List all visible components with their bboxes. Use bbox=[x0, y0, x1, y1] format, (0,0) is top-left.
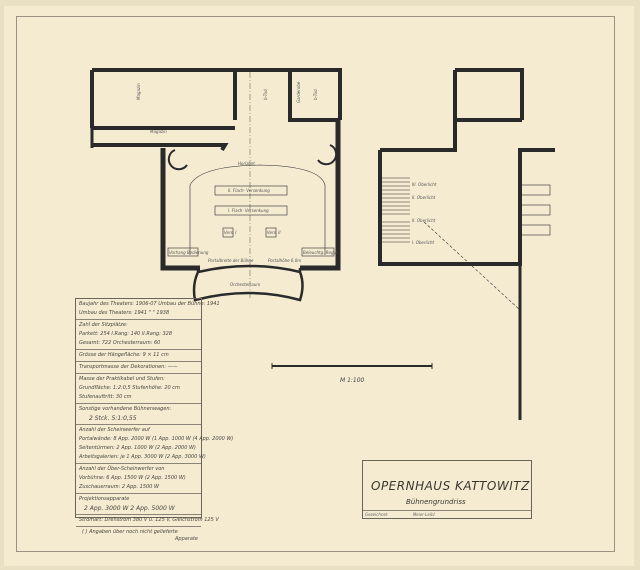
label-portal-width: Portalbreite der Bühne bbox=[208, 258, 254, 263]
scale-bar bbox=[271, 363, 433, 369]
label-lift-1: Vers. I bbox=[224, 230, 237, 235]
table-row: Gesamt: 722 Orchesterraum: 60 bbox=[79, 340, 161, 346]
stage-walls bbox=[160, 120, 341, 271]
stair-left bbox=[167, 149, 188, 171]
label-lift-2: Vers. II bbox=[267, 230, 281, 235]
label-room-a: b-Tod bbox=[263, 89, 268, 100]
label-flat-lift-1: I. Flach- Versenkung bbox=[228, 208, 269, 213]
drawing-subtitle: Bühnengrundriss bbox=[406, 498, 466, 506]
table-row: Stufenauftritt: 30 cm bbox=[79, 394, 132, 400]
stair-right bbox=[317, 144, 338, 166]
label-flat-lift-2: II. Flach- Versenkung bbox=[228, 188, 270, 193]
table-row: Grundfläche: 1:2:0,5 Stufenhöhe: 20 cm bbox=[79, 385, 180, 391]
drawn-by: Meier-Leibl bbox=[412, 512, 435, 517]
label-oberlicht-1: I. Oberlicht bbox=[412, 240, 434, 245]
table-row: Zahl der Sitzplätze: bbox=[79, 322, 128, 328]
orchestra-pit bbox=[192, 264, 304, 302]
table-row: Arbeitsgalerien: je 1 App. 3000 W (2 App… bbox=[79, 454, 206, 460]
label-orchestra: Orchesterraum bbox=[230, 282, 260, 287]
table-row: Stromart: Drehstrom 380 V u. 125 V, Glei… bbox=[79, 517, 219, 523]
drawing-sheet bbox=[4, 6, 634, 566]
table-row: Masse der Praktikabel und Stufen: bbox=[79, 376, 165, 382]
scale-label: M 1:100 bbox=[340, 377, 365, 384]
table-row: Baujahr des Theaters: 1906-07 Umbau der … bbox=[79, 301, 220, 307]
section-lines bbox=[380, 177, 551, 311]
title-footer: Gezeichnet Meier-Leibl bbox=[363, 510, 531, 518]
drawn-label: Gezeichnet bbox=[365, 512, 388, 517]
table-row: ( ) Angaben über noch nicht gelieferte bbox=[82, 529, 178, 535]
label-horizont: Horizont bbox=[238, 161, 255, 166]
table-row: Parkett: 254 I.Rang: 140 II.Rang: 328 bbox=[79, 331, 173, 337]
label-room-b: Garderobe bbox=[296, 81, 301, 103]
table-row: Transportmasse der Dekorationen: —— bbox=[79, 364, 178, 370]
horizont-line bbox=[189, 164, 326, 255]
table-row: 2 App. 3000 W 2 App. 5000 W bbox=[84, 505, 175, 512]
table-row: Projektionsapparate bbox=[79, 496, 130, 502]
table-row: Portalwände: 8 App. 2000 W (1 App. 1000 … bbox=[79, 436, 234, 442]
sheet-frame bbox=[16, 16, 615, 552]
table-row: Anzahl der Über-Scheinwerfer von bbox=[79, 466, 165, 472]
label-magazin-upper: Magazin bbox=[136, 83, 141, 100]
label-lighting-control: Beleuchtg. Regul. bbox=[303, 250, 338, 255]
drawing-title: OPERNHAUS KATTOWITZ bbox=[371, 479, 530, 493]
label-room-c: b-Tod bbox=[313, 89, 318, 100]
table-row: Zuschauerraum: 2 App. 1500 W bbox=[79, 484, 159, 490]
flat-lift-2 bbox=[214, 185, 288, 196]
table-row: Sonstige vorhandene Bühnenwagen: bbox=[79, 406, 172, 412]
label-oberlicht-2a: II. Oberlicht bbox=[412, 195, 436, 200]
flat-lift-1 bbox=[214, 205, 288, 216]
section-drawing bbox=[378, 68, 555, 420]
table-row: Grösse der Hängefläche: 9 × 11 cm bbox=[79, 352, 169, 358]
table-row: Umbau des Theaters: 1941 " " 1938 bbox=[79, 310, 170, 316]
label-oberlicht-3: III. Oberlicht bbox=[412, 182, 437, 187]
table-row: Apparate bbox=[175, 536, 198, 542]
table-row: 2 Stck. 5:1:0,55 bbox=[89, 415, 137, 422]
label-oberlicht-2b: II. Oberlicht bbox=[412, 218, 436, 223]
table-row: Vorbühne: 6 App. 1500 W (2 App. 1500 W) bbox=[79, 475, 186, 481]
label-magazin-lower: Magazin bbox=[150, 129, 167, 134]
title-block: OPERNHAUS KATTOWITZ Bühnengrundriss Geze… bbox=[362, 460, 532, 519]
info-table: Baujahr des Theaters: 1906-07 Umbau der … bbox=[75, 298, 234, 542]
table-row: Seitentürmen: 2 App. 1000 W (2 App. 2000… bbox=[79, 445, 196, 451]
table-row: Anzahl der Scheinwerfer auf bbox=[79, 427, 150, 433]
label-curtain-control: Vorhang Bedienung bbox=[169, 250, 209, 255]
label-portal-height: Portalhöhe 6,0m bbox=[268, 258, 301, 263]
upper-rooms bbox=[90, 68, 342, 152]
